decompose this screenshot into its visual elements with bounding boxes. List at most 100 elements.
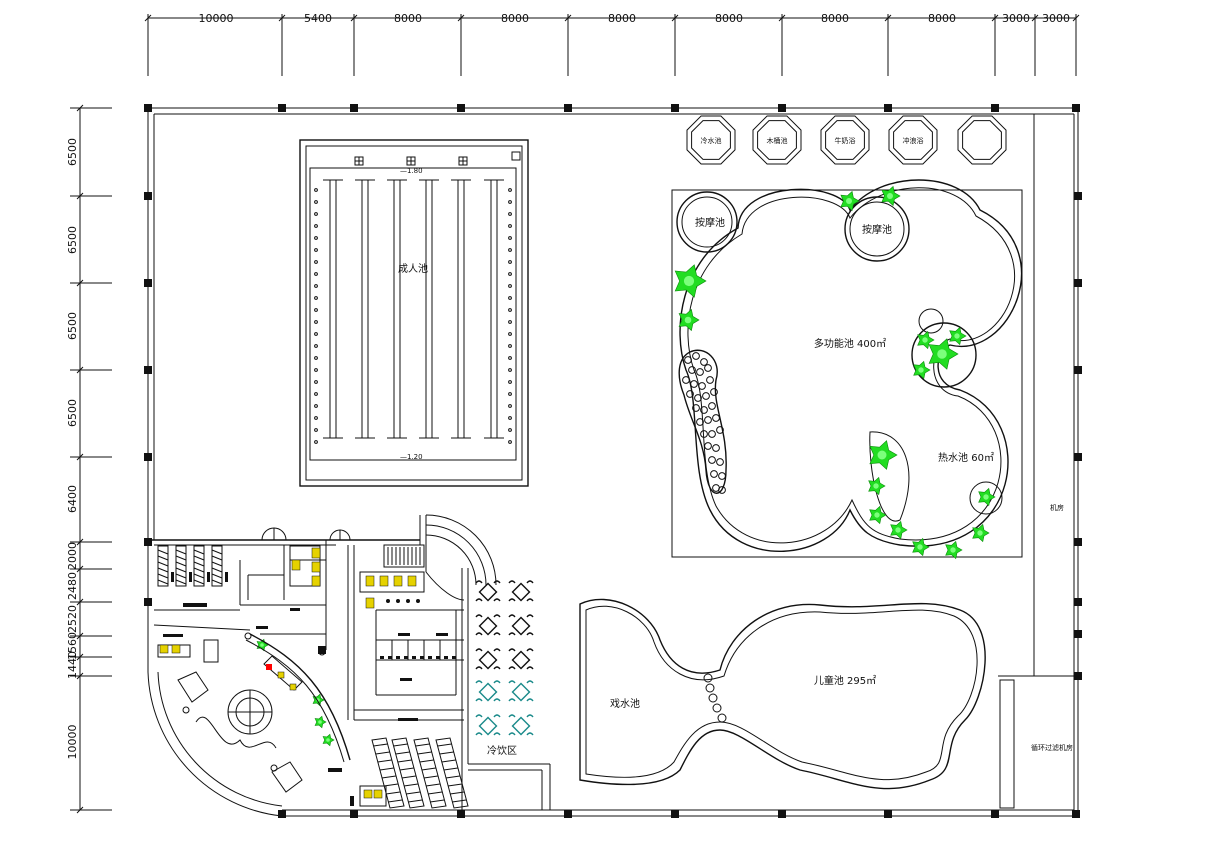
column bbox=[350, 810, 358, 818]
dimension-slash bbox=[991, 14, 999, 22]
lane-marker bbox=[314, 380, 318, 384]
chair bbox=[508, 614, 516, 618]
pebble bbox=[716, 426, 724, 434]
dimension-slash bbox=[278, 14, 286, 22]
left-dimension-chain: 6500 6500 6500 6500 6400 2000 2480 2520 … bbox=[66, 104, 112, 814]
lane-marker bbox=[314, 416, 318, 420]
lounge-slat bbox=[405, 791, 421, 795]
lounge-chair bbox=[391, 737, 425, 809]
locker-hatch bbox=[175, 561, 187, 567]
lane-marker bbox=[314, 248, 318, 252]
tree-icon bbox=[868, 476, 886, 496]
dim-top-5: 8000 bbox=[608, 12, 636, 25]
multi-pool-label: 多功能池 400㎡ bbox=[814, 337, 886, 350]
tree-center bbox=[874, 512, 880, 518]
lounge-slat bbox=[375, 751, 390, 755]
chair bbox=[475, 666, 483, 670]
lounge-slat bbox=[423, 775, 438, 779]
chair bbox=[475, 632, 483, 636]
bench bbox=[189, 572, 192, 582]
pebble bbox=[710, 388, 718, 396]
massage-pool-1-label: 按摩池 bbox=[695, 216, 725, 229]
pebble bbox=[692, 352, 700, 360]
locker-hatch bbox=[193, 567, 205, 573]
column bbox=[671, 104, 679, 112]
chair bbox=[475, 732, 483, 736]
tree-center bbox=[917, 544, 923, 550]
table-top bbox=[511, 582, 531, 602]
chair bbox=[508, 580, 516, 584]
stepping-stone bbox=[717, 713, 727, 723]
dimension-slash bbox=[76, 366, 84, 374]
dim-top-4: 8000 bbox=[501, 12, 529, 25]
dim-left-11: 10000 bbox=[66, 725, 79, 760]
tree-icon bbox=[881, 185, 901, 207]
column bbox=[1074, 598, 1082, 606]
pebble bbox=[696, 368, 704, 376]
table-top bbox=[478, 682, 498, 702]
tree-center bbox=[683, 275, 695, 287]
tree-center bbox=[918, 367, 924, 373]
lane-marker bbox=[314, 296, 318, 300]
pebble bbox=[708, 456, 716, 464]
chair bbox=[508, 598, 516, 602]
pebble-bed bbox=[682, 352, 726, 494]
chair bbox=[526, 680, 534, 684]
fixture bbox=[428, 656, 432, 659]
table-top bbox=[478, 616, 498, 636]
chair bbox=[526, 614, 534, 618]
lounge-slat bbox=[415, 743, 430, 747]
column bbox=[144, 192, 152, 200]
locker-hatch bbox=[193, 573, 205, 579]
lounge-chair bbox=[413, 737, 447, 809]
tree-icon bbox=[869, 440, 898, 470]
fixture bbox=[444, 656, 448, 659]
column bbox=[318, 646, 326, 654]
lane-marker bbox=[314, 272, 318, 276]
structural-columns bbox=[144, 104, 1082, 818]
column bbox=[1072, 104, 1080, 112]
locker-hatch bbox=[175, 573, 187, 579]
pebble bbox=[704, 416, 712, 424]
lane-marker bbox=[314, 284, 318, 288]
dim-top-2: 5400 bbox=[304, 12, 332, 25]
central-block bbox=[340, 514, 497, 810]
tree-center bbox=[895, 527, 901, 533]
lounge-slat bbox=[381, 775, 396, 779]
tree-icon bbox=[674, 264, 707, 298]
fixture bbox=[436, 656, 440, 659]
lounge-slat bbox=[449, 791, 465, 795]
dim-top-10: 3000 bbox=[1042, 12, 1070, 25]
locker-hatch bbox=[157, 573, 169, 579]
dim-left-5: 6400 bbox=[66, 485, 79, 513]
chair bbox=[493, 698, 501, 702]
column bbox=[1074, 538, 1082, 546]
column bbox=[1074, 366, 1082, 374]
pebble bbox=[684, 356, 692, 364]
table-top bbox=[511, 616, 531, 636]
pebble bbox=[716, 458, 724, 466]
lane-marker bbox=[508, 368, 512, 372]
dim-top-8: 8000 bbox=[928, 12, 956, 25]
lounge-slat bbox=[395, 751, 410, 755]
pebble bbox=[708, 430, 716, 438]
dimension-slash bbox=[76, 598, 84, 606]
lounge-slat bbox=[403, 783, 419, 787]
lane-marker bbox=[508, 284, 512, 288]
chair bbox=[493, 666, 501, 670]
lane-marker bbox=[508, 356, 512, 360]
pool-ladder-icon bbox=[354, 156, 468, 166]
lane-marker bbox=[314, 236, 318, 240]
lane-marker bbox=[508, 344, 512, 348]
lane-marker bbox=[508, 404, 512, 408]
column bbox=[144, 598, 152, 606]
octagon-pool bbox=[752, 115, 802, 165]
fixture bbox=[388, 656, 392, 659]
tree-center bbox=[873, 483, 879, 489]
cafe-table bbox=[475, 714, 501, 736]
chair bbox=[493, 680, 501, 684]
lounge-slat bbox=[399, 767, 414, 771]
top-dimension-chain: 10000 5400 8000 8000 8000 8000 8000 8000… bbox=[144, 12, 1080, 76]
octagon-pool-label: 冷水池 bbox=[701, 136, 722, 145]
